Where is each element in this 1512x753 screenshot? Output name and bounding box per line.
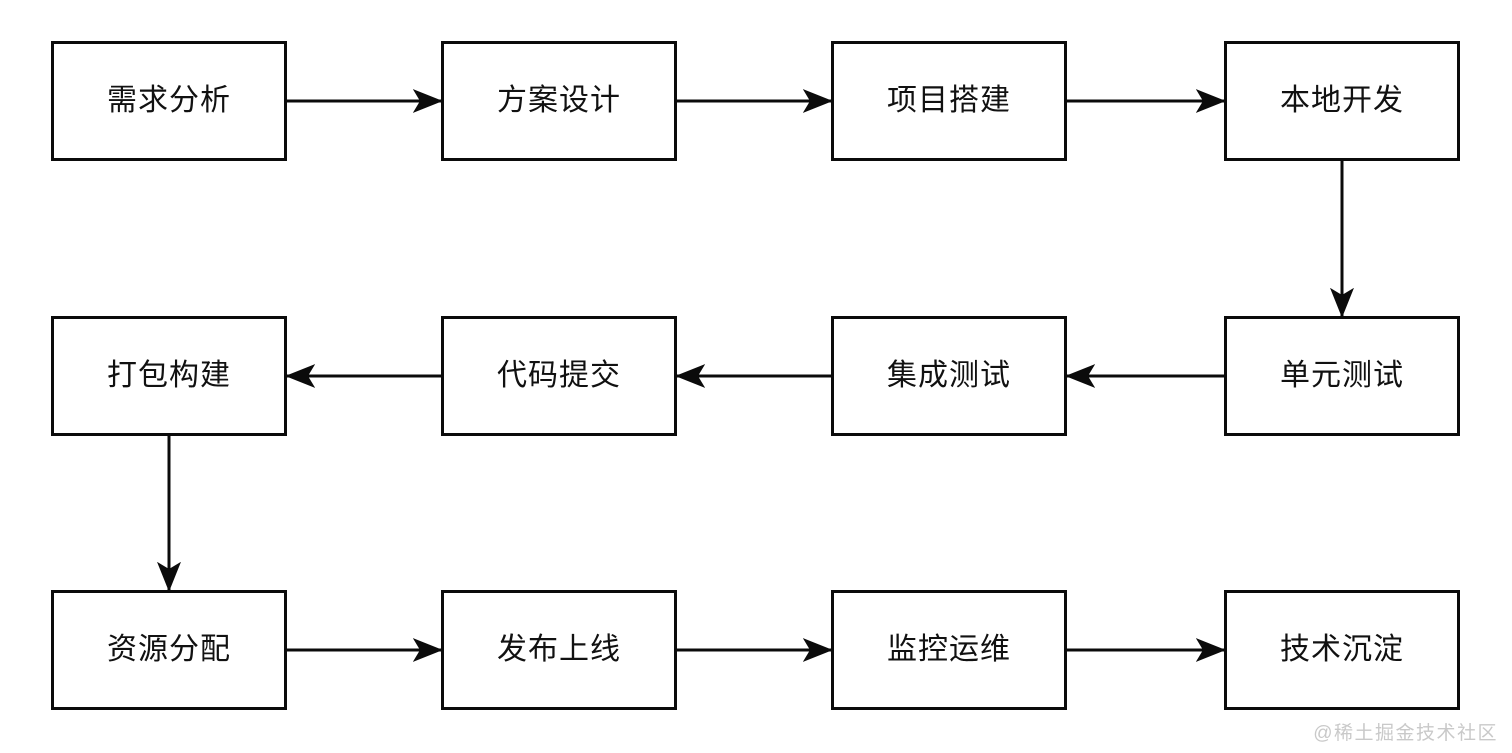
watermark-label: @稀土掘金技术社区 <box>1313 723 1498 744</box>
flow-node-label: 集成测试 <box>887 359 1011 392</box>
flow-node-n9[interactable]: 资源分配 <box>51 590 287 710</box>
flow-node-label: 代码提交 <box>497 359 621 392</box>
flow-node-n11[interactable]: 监控运维 <box>831 590 1067 710</box>
flow-node-label: 项目搭建 <box>887 84 1011 117</box>
flow-node-n4[interactable]: 本地开发 <box>1224 41 1460 161</box>
flow-node-label: 发布上线 <box>497 633 621 666</box>
flow-node-label: 单元测试 <box>1280 359 1404 392</box>
flow-node-label: 资源分配 <box>107 633 231 666</box>
edge-group <box>157 89 1354 662</box>
flow-node-label: 方案设计 <box>497 84 621 117</box>
flow-node-n10[interactable]: 发布上线 <box>441 590 677 710</box>
flow-node-n8[interactable]: 打包构建 <box>51 316 287 436</box>
flow-node-label: 需求分析 <box>107 84 231 117</box>
flow-node-n3[interactable]: 项目搭建 <box>831 41 1067 161</box>
flow-node-label: 监控运维 <box>887 633 1011 666</box>
flow-node-n2[interactable]: 方案设计 <box>441 41 677 161</box>
flow-node-n7[interactable]: 代码提交 <box>441 316 677 436</box>
flow-node-label: 本地开发 <box>1280 84 1404 117</box>
flow-node-label: 技术沉淀 <box>1280 633 1404 666</box>
flow-node-n1[interactable]: 需求分析 <box>51 41 287 161</box>
flow-node-n5[interactable]: 单元测试 <box>1224 316 1460 436</box>
flow-node-label: 打包构建 <box>107 359 231 392</box>
flow-node-n6[interactable]: 集成测试 <box>831 316 1067 436</box>
flow-node-n12[interactable]: 技术沉淀 <box>1224 590 1460 710</box>
